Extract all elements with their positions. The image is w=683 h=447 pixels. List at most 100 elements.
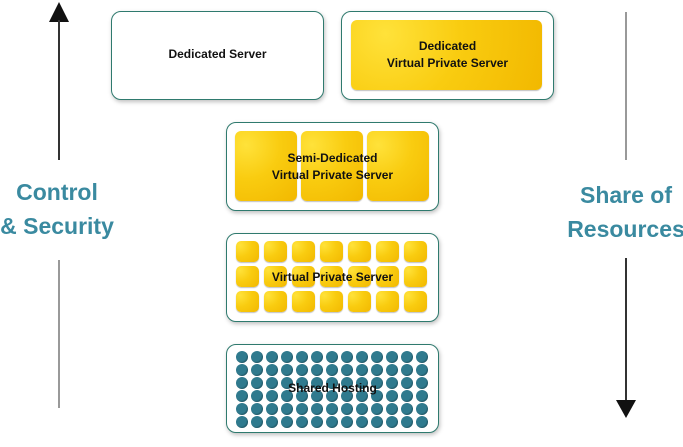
vps-instance-block (348, 291, 371, 312)
vps-instance-block (404, 266, 427, 287)
shared-account-dot (266, 351, 278, 363)
shared-hosting-label: Shared Hosting (288, 381, 377, 395)
shared-account-dot (266, 390, 278, 402)
shared-account-dot (251, 351, 263, 363)
shared-account-dot (296, 416, 308, 428)
shared-account-dot (266, 416, 278, 428)
shared-account-dot (281, 364, 293, 376)
vps-instance-block (348, 266, 371, 287)
semi-dedicated-label: Semi-Dedicated Virtual Private Server (227, 150, 438, 184)
vps-instance-block (292, 266, 315, 287)
vps-label: Virtual Private Server (271, 270, 394, 284)
shared-account-dot (386, 351, 398, 363)
vps-instance-block (264, 291, 287, 312)
shared-account-dot (386, 403, 398, 415)
vps-instance-block (236, 266, 259, 287)
shared-account-dot (401, 416, 413, 428)
control-label-line-2: & Security (0, 213, 114, 239)
vps-instance-block (320, 291, 343, 312)
shared-account-dot (251, 416, 263, 428)
shared-account-dot (386, 416, 398, 428)
vps-instance-block (264, 241, 287, 262)
shared-account-dot (281, 351, 293, 363)
control-arrow-shaft-lower (58, 260, 60, 408)
dedicated-vps-label: Dedicated Virtual Private Server (342, 38, 553, 72)
vps-instance-block (376, 241, 399, 262)
vps-instance-block (404, 291, 427, 312)
vps-instance-block (404, 241, 427, 262)
vps-instance-block (264, 266, 287, 287)
shared-account-dot (371, 403, 383, 415)
shared-account-dot (266, 364, 278, 376)
shared-account-dot (236, 364, 248, 376)
shared-account-dot (281, 377, 293, 389)
shared-account-dot (296, 364, 308, 376)
shared-account-dot (341, 416, 353, 428)
dedicated-vps-block (351, 20, 542, 90)
shared-account-dot (386, 377, 398, 389)
shared-account-dot (326, 390, 338, 402)
shared-account-dot (236, 416, 248, 428)
shared-account-dot (266, 403, 278, 415)
shared-account-dot (296, 377, 308, 389)
shared-grid (227, 345, 438, 432)
shared-account-dot (281, 403, 293, 415)
shared-account-dot (326, 416, 338, 428)
shared-account-dot (311, 351, 323, 363)
vps-instance-block (292, 291, 315, 312)
shared-account-dot (371, 416, 383, 428)
dedicated-vps-box: Dedicated Virtual Private Server (341, 11, 554, 100)
semi-dedicated-label-line-2: Virtual Private Server (271, 168, 394, 182)
dedicated-vps-label-line-1: Dedicated (418, 39, 477, 53)
shared-account-dot (251, 403, 263, 415)
down-arrow-head-icon (616, 400, 636, 418)
dedicated-vps-label-line-2: Virtual Private Server (386, 56, 509, 70)
shared-account-dot (251, 364, 263, 376)
shared-account-dot (326, 364, 338, 376)
shared-account-dot (356, 351, 368, 363)
shared-account-dot (386, 390, 398, 402)
shared-account-dot (416, 377, 428, 389)
semi-dedicated-block-1 (235, 131, 297, 201)
shared-account-dot (266, 377, 278, 389)
shared-account-dot (296, 403, 308, 415)
shared-account-dot (281, 390, 293, 402)
shared-account-dot (401, 403, 413, 415)
vps-box: Virtual Private Server (226, 233, 439, 322)
vps-instance-block (348, 241, 371, 262)
shared-account-dot (371, 351, 383, 363)
shared-account-dot (311, 364, 323, 376)
shared-account-dot (236, 377, 248, 389)
shared-account-dot (341, 377, 353, 389)
shared-account-dot (356, 390, 368, 402)
control-arrow-shaft-upper (58, 20, 60, 160)
semi-dedicated-block-3 (367, 131, 429, 201)
shared-account-dot (356, 416, 368, 428)
vps-instance-block (376, 291, 399, 312)
shared-account-dot (281, 416, 293, 428)
shared-account-dot (326, 351, 338, 363)
vps-instance-block (320, 266, 343, 287)
shared-account-dot (236, 403, 248, 415)
shared-account-dot (356, 364, 368, 376)
resources-label-line-1: Share of (579, 182, 673, 208)
shared-account-dot (401, 377, 413, 389)
resources-label-line-2: Resources (567, 216, 683, 242)
shared-account-dot (356, 403, 368, 415)
vps-instance-block (236, 291, 259, 312)
shared-account-dot (341, 403, 353, 415)
vps-instance-block (376, 266, 399, 287)
shared-account-dot (416, 390, 428, 402)
shared-account-dot (341, 390, 353, 402)
shared-account-dot (251, 377, 263, 389)
semi-dedicated-box: Semi-Dedicated Virtual Private Server (226, 122, 439, 211)
shared-account-dot (341, 364, 353, 376)
shared-account-dot (326, 403, 338, 415)
shared-account-dot (311, 390, 323, 402)
shared-account-dot (341, 351, 353, 363)
vps-instance-block (320, 241, 343, 262)
shared-account-dot (311, 416, 323, 428)
vps-instance-block (292, 241, 315, 262)
shared-account-dot (311, 377, 323, 389)
semi-dedicated-block-2 (301, 131, 363, 201)
